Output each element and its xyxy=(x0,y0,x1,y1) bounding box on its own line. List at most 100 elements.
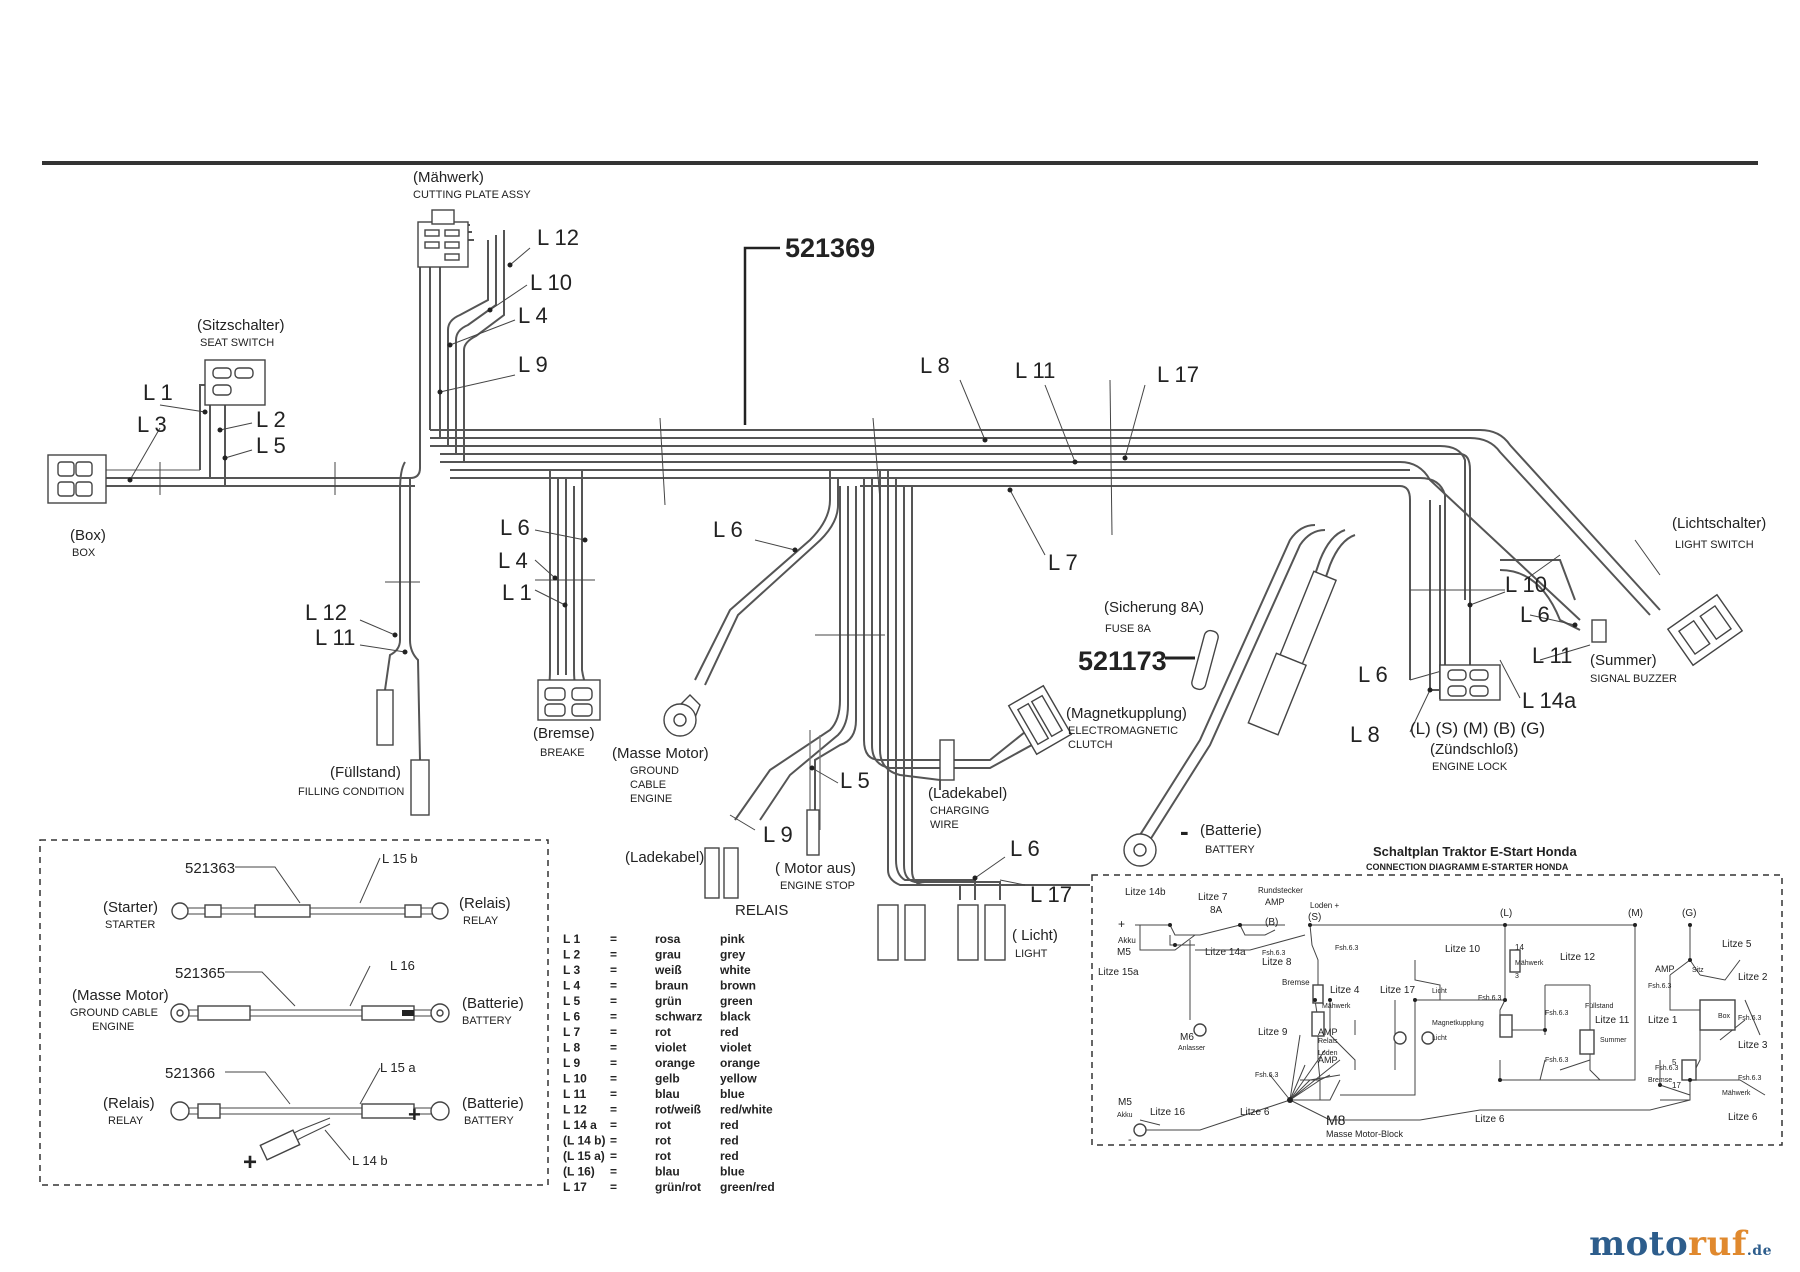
diagram-label: L 2 xyxy=(256,407,286,432)
diagram-label: Fsh.6.3 xyxy=(1545,1010,1568,1017)
diagram-label: Masse Motor-Block xyxy=(1326,1129,1404,1139)
diagram-label: (G) xyxy=(1682,908,1696,919)
diagram-label: L 6 xyxy=(1358,662,1388,687)
part-numbers: 521369 521173 xyxy=(785,233,1167,676)
diagram-label: L 4 xyxy=(498,548,528,573)
diagram-label: L 6 xyxy=(1010,836,1040,861)
diagram-label: 8A xyxy=(1210,905,1223,916)
legend-cell: = xyxy=(610,1103,617,1117)
diagram-label: Anlasser xyxy=(1178,1045,1206,1052)
legend-cell: rot xyxy=(655,1118,671,1132)
legend-cell: weiß xyxy=(654,963,682,977)
legend-cell: = xyxy=(610,948,617,962)
diagram-label: Fsh.6.3 xyxy=(1255,1072,1278,1079)
diagram-label: Litze 16 xyxy=(1150,1107,1185,1118)
legend-cell: blau xyxy=(655,1087,680,1101)
label-light: LIGHT xyxy=(1015,948,1048,960)
legend-cell: red xyxy=(720,1118,739,1132)
legend-cell: L 12 xyxy=(563,1103,587,1117)
legend-cell: L 9 xyxy=(563,1056,580,1070)
legend-cell: white xyxy=(719,963,751,977)
diagram-label: Akku xyxy=(1117,1112,1133,1119)
diagram-label: + xyxy=(1118,917,1125,931)
legend-cell: = xyxy=(610,979,617,993)
legend-cell: = xyxy=(610,1041,617,1055)
legend-cell: (L 14 b) xyxy=(563,1134,605,1148)
label-engine: ENGINE xyxy=(630,793,672,805)
legend-cell: = xyxy=(610,1010,617,1024)
legend-cell: L 2 xyxy=(563,948,580,962)
diagram-label: L 6 xyxy=(500,515,530,540)
legend-cell: rot/weiß xyxy=(655,1103,701,1117)
diagram-label: Litze 17 xyxy=(1380,985,1415,996)
label-relais: RELAIS xyxy=(735,902,788,919)
diagram-label: 3 xyxy=(1515,973,1519,980)
diagram-label: RELAY xyxy=(463,915,499,927)
label-engine-lock: ENGINE LOCK xyxy=(1432,761,1508,773)
diagram-label: Fsh.6.3 xyxy=(1262,950,1285,957)
label-light-switch: LIGHT SWITCH xyxy=(1675,539,1754,551)
diagram-label: L 16 xyxy=(390,958,415,973)
diagram-label: L 6 xyxy=(1520,602,1550,627)
legend-cell: = xyxy=(610,1149,617,1163)
legend-cell: pink xyxy=(720,932,745,946)
legend-cell: blau xyxy=(655,1165,680,1179)
legend-cell: rosa xyxy=(655,932,681,946)
legend-cell: = xyxy=(610,1087,617,1101)
legend-cell: yellow xyxy=(720,1072,757,1086)
label-sitzschalter: (Sitzschalter) xyxy=(197,317,285,334)
diagram-label: CONNECTION DIAGRAMM E-STARTER HONDA xyxy=(1366,862,1569,872)
diagram-label: L 10 xyxy=(1505,572,1547,597)
diagram-label: L 11 xyxy=(315,625,355,650)
diagram-label: Loden + xyxy=(1310,901,1339,910)
diagram-label: (B) xyxy=(1265,917,1278,928)
legend-cell: = xyxy=(610,1118,617,1132)
legend-cell: L 3 xyxy=(563,963,580,977)
label-fuellstand: (Füllstand) xyxy=(330,764,401,781)
diagram-label: Litze 6 xyxy=(1475,1114,1505,1125)
legend-cell: gelb xyxy=(655,1072,680,1086)
diagram-label: BATTERY xyxy=(464,1115,514,1127)
diagram-label: Litze 4 xyxy=(1330,985,1360,996)
diagram-label: L 14 b xyxy=(352,1153,388,1168)
diagram-label: ENGINE xyxy=(92,1021,134,1033)
label-zuend-pins: (L) (S) (M) (B) (G) xyxy=(1410,719,1545,738)
label-magnet: (Magnetkupplung) xyxy=(1066,705,1187,722)
diagram-label: 14 xyxy=(1515,943,1524,952)
legend-cell: L 5 xyxy=(563,994,580,1008)
legend-cell: blue xyxy=(720,1087,745,1101)
diagram-label: L 10 xyxy=(530,270,572,295)
diagram-label: L 1 xyxy=(143,380,173,405)
diagram-label: Litze 5 xyxy=(1722,939,1752,950)
legend-cell: grau xyxy=(655,948,681,962)
diagram-label: L 5 xyxy=(256,433,286,458)
diagram-label: Bremse xyxy=(1282,978,1310,987)
diagram-label: Licht xyxy=(1432,988,1447,995)
diagram-label: M6 xyxy=(1180,1032,1194,1043)
label-charging: CHARGING xyxy=(930,805,989,817)
diagram-label: L 15 b xyxy=(382,851,418,866)
legend-cell: (L 15 a) xyxy=(563,1149,605,1163)
diagram-label: Loden xyxy=(1318,1050,1338,1057)
diagram-label: (L) xyxy=(1500,908,1512,919)
label-lichtschalter: (Lichtschalter) xyxy=(1672,515,1766,532)
diagram-label: (Batterie) xyxy=(462,995,524,1012)
diagram-label: Litze 7 xyxy=(1198,892,1228,903)
diagram-label: L 11 xyxy=(1015,358,1055,383)
label-masse-motor: (Masse Motor) xyxy=(612,745,709,762)
legend-cell: = xyxy=(610,1180,617,1194)
legend-cell: = xyxy=(610,1165,617,1179)
diagram-label: (S) xyxy=(1308,912,1321,923)
legend-cell: L 6 xyxy=(563,1010,580,1024)
legend-cell: green/red xyxy=(720,1180,775,1194)
legend-cell: L 7 xyxy=(563,1025,580,1039)
diagram-label: L 14a xyxy=(1522,688,1577,713)
diagram-label: Litze 1 xyxy=(1648,1015,1678,1026)
diagram-label: RELAY xyxy=(108,1115,144,1127)
diagram-label: Litze 11 xyxy=(1595,1015,1630,1026)
diagram-label: + xyxy=(243,1149,257,1176)
diagram-label: Litze 14a xyxy=(1205,947,1246,958)
diagram-label: AMP xyxy=(1265,897,1285,907)
diagram-label: L 9 xyxy=(763,822,793,847)
